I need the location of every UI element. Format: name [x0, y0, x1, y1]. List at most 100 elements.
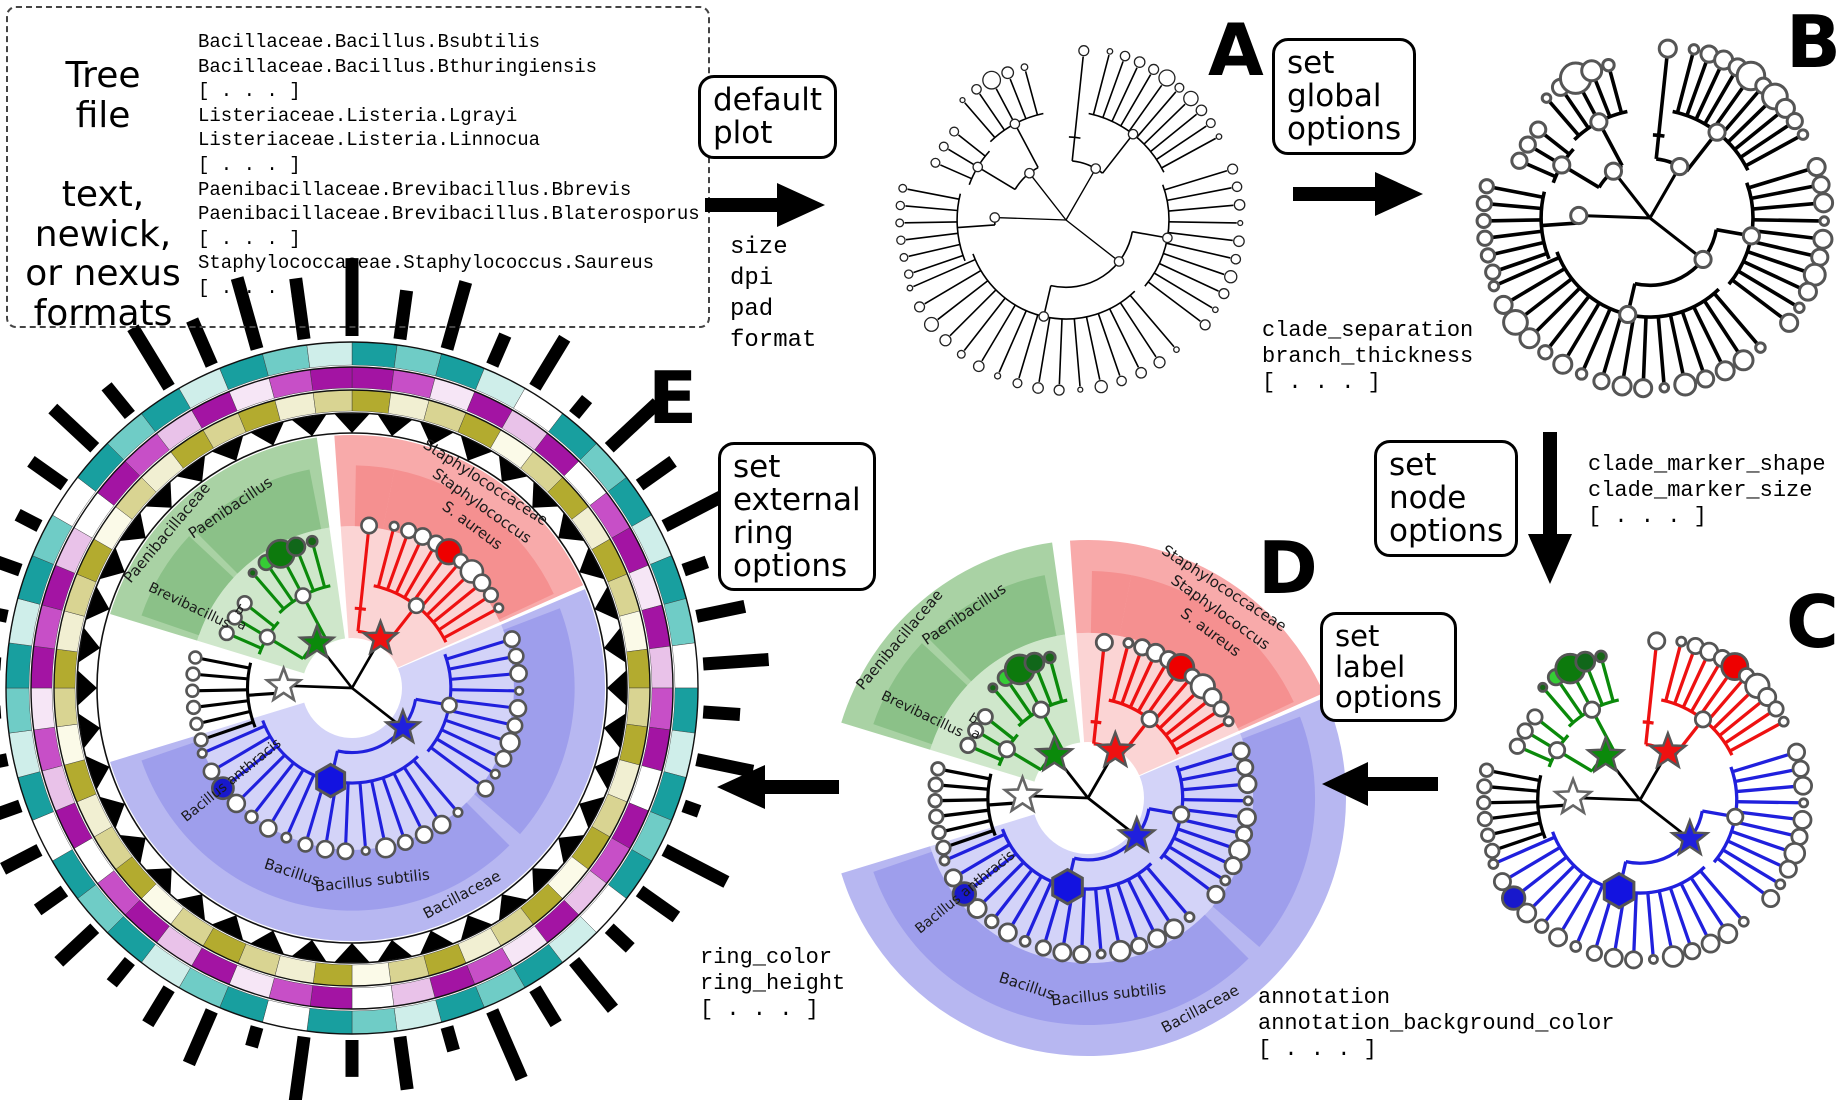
leaf-node	[508, 699, 528, 718]
leaf-node	[1135, 366, 1148, 379]
leaf-node	[1153, 356, 1166, 369]
leaf-node	[1205, 118, 1216, 129]
leaf-node	[993, 372, 1002, 380]
leaf-node	[188, 650, 203, 665]
leaf-node	[1585, 944, 1604, 962]
leaf-node	[899, 252, 909, 262]
leaf-node	[1078, 45, 1090, 57]
tree-file-content-line: Bacillaceae.Bacillus.Bsubtilis	[198, 31, 541, 53]
leaf-node	[452, 806, 464, 818]
leaf-node	[1478, 178, 1495, 195]
leaf-node	[1215, 133, 1223, 140]
leaf-node	[375, 837, 397, 859]
leaf-node	[1237, 219, 1244, 227]
leaf-node	[939, 334, 952, 347]
star-marker	[360, 617, 401, 656]
leaf-node	[928, 808, 945, 825]
leaf-node	[982, 70, 1002, 90]
leaf-node	[507, 647, 525, 665]
leaf-node	[1211, 306, 1219, 314]
leaf-node	[1540, 92, 1553, 104]
leaf-node	[1223, 856, 1243, 876]
leaf-node	[1173, 346, 1180, 354]
leaf-node	[1529, 120, 1548, 139]
param-line: format	[730, 327, 817, 354]
leaf-node	[388, 520, 400, 532]
leaf-node	[185, 699, 202, 716]
leaf-node	[489, 768, 501, 780]
leaf-node	[193, 732, 209, 748]
leaf-node	[1787, 742, 1807, 762]
leaf-node	[414, 825, 434, 845]
leaf-node	[1754, 341, 1767, 354]
leaf-node	[976, 708, 994, 726]
leaf-node	[1774, 97, 1796, 119]
star-marker	[1584, 734, 1627, 774]
open-star-marker	[1001, 773, 1044, 814]
leaf-node	[1657, 38, 1678, 59]
leaf-node	[1767, 700, 1785, 718]
param-line: [ . . . ]	[700, 997, 819, 1022]
leaf-node	[938, 141, 949, 152]
leaf-node	[476, 779, 495, 798]
leaf-node	[1133, 56, 1146, 68]
leaf-node	[1224, 270, 1238, 284]
param-line: clade_marker_shape	[1588, 452, 1826, 477]
leaf-node	[1500, 885, 1527, 911]
arrow-d-to-e	[717, 765, 839, 809]
step-box-line: options	[1389, 512, 1504, 549]
leaf-node	[1233, 235, 1245, 248]
star-marker	[1033, 733, 1076, 773]
tree-panel-b	[1475, 38, 1835, 399]
leaf-node	[966, 898, 988, 919]
param-line: [ . . . ]	[1262, 370, 1381, 395]
leaf-node	[196, 747, 208, 759]
leaf-node	[1242, 795, 1254, 807]
step-box-line: set	[1389, 447, 1437, 483]
tree-file-format-line: newick,	[34, 213, 172, 255]
leaf-node	[1658, 381, 1671, 394]
leaf-node	[1130, 936, 1149, 955]
leaf-node	[896, 235, 906, 246]
leaf-node	[935, 839, 952, 856]
panel-letter-c: C	[1786, 580, 1836, 664]
leaf-node	[1222, 715, 1235, 728]
param-line: pad	[730, 296, 774, 323]
leaf-node	[1601, 57, 1616, 73]
leaf-node	[1158, 69, 1176, 87]
leaf-node	[499, 731, 521, 754]
param-line: [ . . . ]	[1258, 1037, 1377, 1062]
leaf-node	[1148, 63, 1160, 76]
leaf-node	[1492, 872, 1512, 892]
leaf-node	[1757, 687, 1778, 707]
tree-file-content-line: [ . . . ]	[198, 80, 301, 103]
param-line: branch_thickness	[1262, 344, 1474, 369]
leaf-node	[1206, 884, 1226, 904]
tree-file-content-line: [ . . . ]	[198, 227, 301, 250]
leaf-node	[1777, 715, 1790, 728]
tree-file-content-line: Bacillaceae.Bacillus.Bthuringiensis	[198, 55, 598, 78]
tree-panel-e: PaenibacillaceaePaenibacillusBrevibacill…	[0, 258, 770, 1100]
leaf-node	[1696, 369, 1716, 389]
leaf-node	[1219, 874, 1232, 887]
leaf-node	[1774, 878, 1787, 891]
leaf-node	[1574, 367, 1589, 381]
leaf-node	[1119, 50, 1131, 62]
leaf-node	[1476, 229, 1494, 247]
leaf-node	[959, 96, 966, 104]
leaf-node	[1647, 631, 1667, 651]
star-marker	[1647, 729, 1689, 770]
leaf-node	[1732, 349, 1755, 372]
leaf-node	[1508, 737, 1526, 755]
leaf-node	[972, 360, 985, 373]
leaf-node	[1233, 198, 1246, 211]
tree-file-format-line: text,	[61, 174, 145, 216]
leaf-node	[1797, 281, 1818, 302]
leaf-node	[1502, 309, 1529, 336]
leaf-node	[1183, 911, 1196, 924]
